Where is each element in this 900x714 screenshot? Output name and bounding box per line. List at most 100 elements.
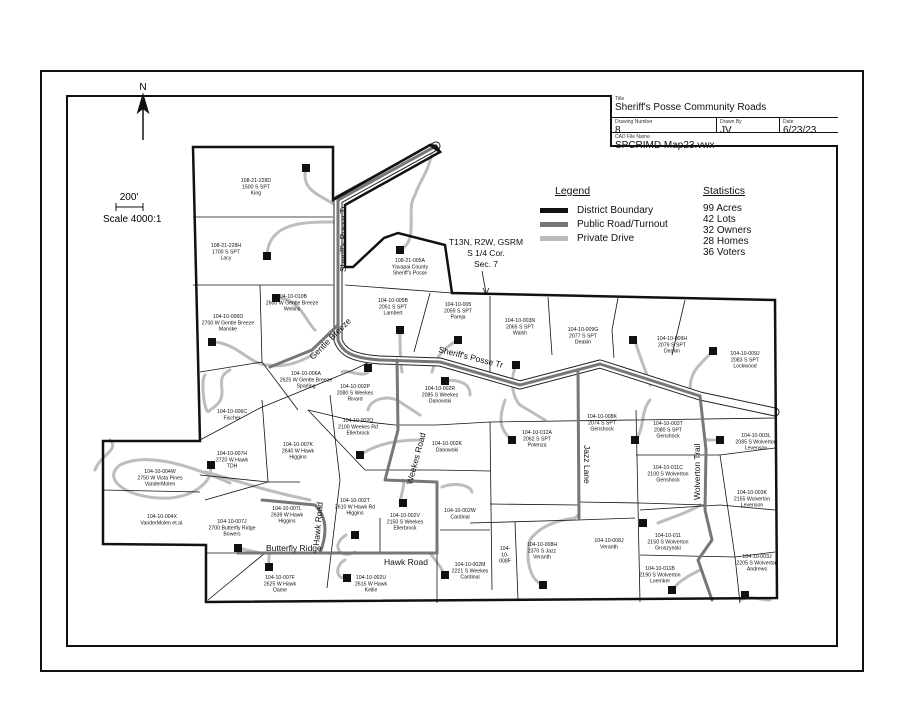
parcel-label-line: 2085 S Weekes xyxy=(422,392,459,398)
home-icon xyxy=(709,347,717,355)
parcel-label-line: 2080 S Weekes xyxy=(337,390,374,396)
home-icon xyxy=(207,461,215,469)
legend-item-private-drive: Private Drive xyxy=(540,231,668,245)
parcel-label-line: Sparling xyxy=(296,384,315,390)
parcel-label-line: Ellerbrock xyxy=(393,526,416,532)
statistic-item: 28 Homes xyxy=(703,236,749,247)
road-label-butterfly-ridge: Butterfly Ridge xyxy=(266,543,322,553)
parcel-label-line: Veranth xyxy=(600,544,618,550)
parcel-label-line: 2051 S SPT xyxy=(379,304,408,310)
parcel-label-line: Walsh xyxy=(513,331,527,337)
home-icon xyxy=(399,499,407,507)
parcel-label-line: 10- xyxy=(501,552,509,558)
parcel-label-line: 2720 W Hawk xyxy=(216,457,249,463)
parcel-label-line: 2750 W Vista Pines xyxy=(137,475,183,481)
parcel-label-line: 104-10-003L xyxy=(741,433,771,439)
parcel-label-line: 2077 S SPT xyxy=(569,333,598,339)
parcel-label-line: 104-10-003K xyxy=(737,490,768,496)
parcel-label-line: 104-10-007F xyxy=(265,575,295,581)
home-icon xyxy=(396,246,404,254)
home-icon xyxy=(631,436,639,444)
parcel-label-line: 104-10-007J xyxy=(217,519,247,525)
parcel-label-line: 104-10-003N xyxy=(505,318,536,324)
parcel-label-line: 104-10-005 xyxy=(445,302,472,308)
statistic-item: 32 Owners xyxy=(703,225,752,236)
parcel-label-line: Lacy xyxy=(221,256,232,262)
north-arrow-icon xyxy=(136,92,150,140)
parcel-label-line: 104-10-007H xyxy=(217,451,248,457)
parcel-label-line: 2150 S Wolverton xyxy=(647,539,688,545)
statistic-item: 42 Lots xyxy=(703,214,736,225)
statistics-title: Statistics xyxy=(703,185,746,197)
legend: Legend District Boundary Public Road/Tur… xyxy=(540,185,668,245)
drawn-by-caption: Drawn By xyxy=(720,119,742,125)
parcel-label-line: 104-10-002K xyxy=(432,441,463,447)
statistic-item: 36 Voters xyxy=(703,247,746,258)
home-icon xyxy=(629,336,637,344)
drawn-by: JV xyxy=(720,125,732,136)
homes xyxy=(207,164,749,599)
outer-frame xyxy=(40,70,864,672)
cad-caption: CAD File Name xyxy=(615,134,650,140)
home-icon xyxy=(668,586,676,594)
parcel-label-line: King xyxy=(251,191,261,197)
cad-file-name: SPCRIMD Map23.vwx xyxy=(615,140,715,151)
home-icon xyxy=(343,574,351,582)
parcel-label-line: Rivard xyxy=(348,397,363,403)
parcel-label-line: Deakin xyxy=(575,340,591,346)
parcel-label-line: 104-10-008J xyxy=(594,538,624,544)
road-label-jazz-lane: Jazz Lane xyxy=(582,445,592,484)
parcel-label-line: 104-10-006A xyxy=(291,371,322,377)
parcel-label-line: Genshock xyxy=(656,434,680,440)
parcel-label-line: 2610 W Hawk Rd xyxy=(335,504,375,510)
parcel-label-line: 108-21-228D xyxy=(241,178,272,184)
parcel-label-line: Danowski xyxy=(429,399,452,405)
parcel-label-line: Loemker xyxy=(650,579,670,585)
parcel-label-line: 104-10-009J xyxy=(730,351,760,357)
parcel-label-line: 104-10-002W xyxy=(444,508,476,514)
home-icon xyxy=(396,326,404,334)
parcel-label-line: 104-10-009H xyxy=(657,336,688,342)
parcel-label-line: 104-10-004W xyxy=(144,469,176,475)
home-icon xyxy=(512,361,520,369)
parcel-label-line: 108-21-228H xyxy=(211,243,242,249)
legend-item-district-boundary: District Boundary xyxy=(540,203,668,217)
scale-ratio: Scale 4000:1 xyxy=(103,214,162,225)
survey-note: T13N, R2W, GSRM S 1/4 Cor. Sec. 7 xyxy=(449,237,523,295)
home-icon xyxy=(441,377,449,385)
parcel-label-line: Sheriff's Posse xyxy=(393,271,427,277)
parcel-label-line: Yavapai County xyxy=(392,264,429,270)
parcel-label-line: Levenson xyxy=(745,446,768,452)
home-icon xyxy=(356,451,364,459)
home-icon xyxy=(508,436,516,444)
parcel-label-line: TDH xyxy=(227,464,238,470)
parcel-label-line: 104-10-003J xyxy=(742,554,772,560)
parcel-label-line: 2600 W Gentle Breeze xyxy=(266,300,319,306)
home-icon xyxy=(454,336,462,344)
parcel-label-line: 2639 W Hawk xyxy=(271,512,304,518)
parcel-label-line: 2065 S SPT xyxy=(506,324,535,330)
survey-note-line: S 1/4 Cor. xyxy=(467,248,505,258)
